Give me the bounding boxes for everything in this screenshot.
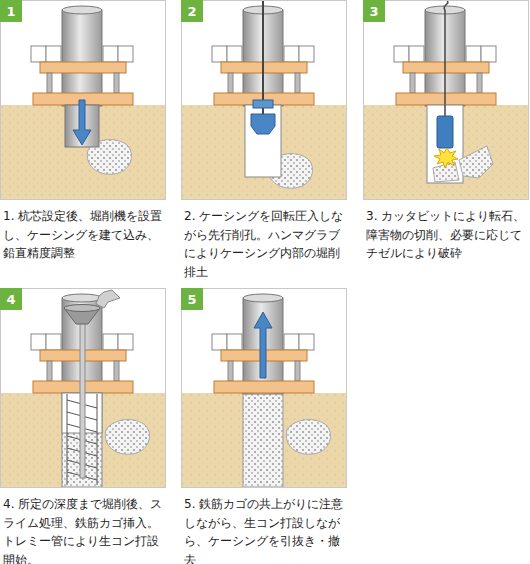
- step-caption: 1. 杭芯設定後、堀削機を設置し、ケーシングを建て込み、鉛直精度調整: [3, 207, 165, 263]
- grab-wire: [262, 1, 264, 106]
- step-number: 5: [187, 293, 196, 306]
- up-arrow: [254, 312, 272, 378]
- step-caption: 3. カッタビットにより転石、障害物の切削、必要に応じてチゼルにより破砕: [366, 207, 528, 263]
- hopper-rim: [64, 305, 100, 312]
- bore-hole: [427, 105, 463, 183]
- rock-fragment: [459, 146, 493, 178]
- step-number-badge: 1: [0, 0, 22, 22]
- step-number-badge: 2: [181, 0, 203, 22]
- step-caption: 4. 所定の深度まで堀削後、スライム処理、鉄筋カゴ挿入。トレミー管により生コン打…: [3, 495, 165, 564]
- step-number: 3: [369, 5, 378, 18]
- hammer-grab: [253, 100, 273, 108]
- hammer-grab: [251, 114, 275, 134]
- step-panel: 4. 所定の深度まで堀削後、スライム処理、鉄筋カゴ挿入。トレミー管により生コン打…: [0, 288, 166, 488]
- impact-spark: [434, 148, 458, 168]
- bore-hole: [245, 105, 281, 177]
- concrete-arrow: [96, 290, 120, 308]
- step-number-badge: 3: [363, 0, 385, 22]
- step-4-art: [1, 290, 165, 487]
- step-caption: 5. 鉄筋カゴの共上がりに注意しながら、生コン打設しながら、ケーシングを引抜き・…: [184, 495, 346, 564]
- step-number-badge: 5: [181, 288, 203, 310]
- wire: [444, 10, 446, 106]
- down-arrow: [73, 100, 91, 145]
- step-2-art: [182, 1, 346, 199]
- step-panel: 2. ケーシングを回転圧入しながら先行削孔。ハンマグラブによりケーシング内部の堀…: [181, 0, 347, 200]
- step-3-art: [364, 1, 528, 199]
- concrete-pile: [243, 393, 283, 487]
- step-number: 2: [187, 5, 196, 18]
- wire: [444, 1, 448, 10]
- step-panel: 1. 杭芯設定後、堀削機を設置し、ケーシングを建て込み、鉛直精度調整1: [0, 0, 166, 200]
- step-number-badge: 4: [0, 288, 22, 310]
- step-caption: 2. ケーシングを回転圧入しながら先行削孔。ハンマグラブによりケーシング内部の堀…: [184, 207, 346, 281]
- step-panel: 3. カッタビットにより転石、障害物の切削、必要に応じてチゼルにより破砕3: [363, 0, 529, 200]
- tremie-pipe: [80, 322, 85, 478]
- cutter-bit: [437, 116, 453, 148]
- step-panel: 5. 鉄筋カゴの共上がりに注意しながら、生コン打設しながら、ケーシングを引抜き・…: [181, 288, 347, 488]
- step-1-art: [1, 6, 165, 199]
- step-number: 4: [6, 293, 15, 306]
- step-number: 1: [6, 5, 15, 18]
- step-5-art: [182, 294, 346, 487]
